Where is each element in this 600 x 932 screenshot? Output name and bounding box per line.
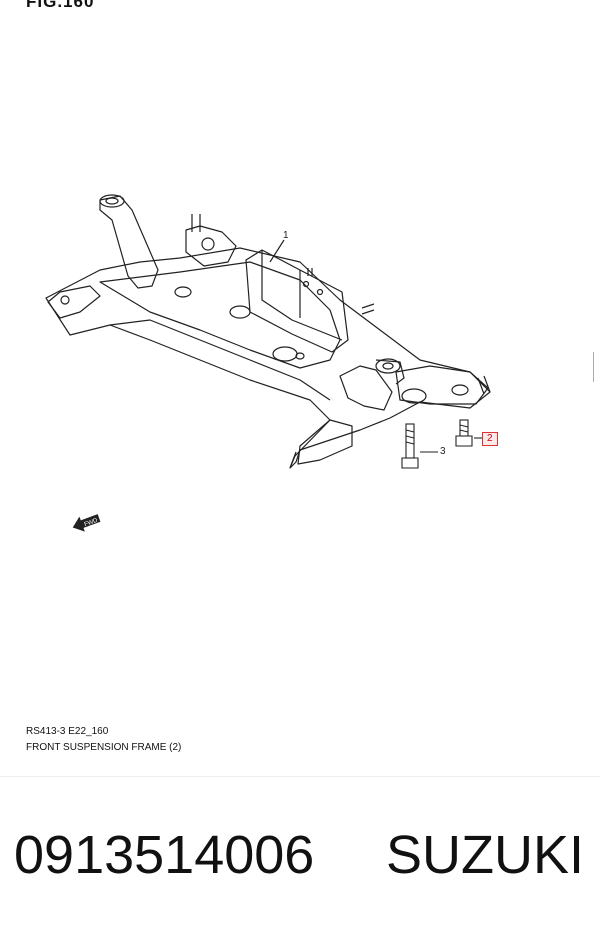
diagram-reference-code: RS413-3 E22_160	[26, 726, 109, 737]
forward-direction-arrow: FWD	[72, 514, 101, 532]
bolt-3	[401, 423, 438, 469]
brand-name: SUZUKI	[386, 825, 585, 885]
center-block	[245, 249, 349, 353]
frame-outline	[45, 247, 491, 469]
diagram-reference-name: FRONT SUSPENSION FRAME (2)	[26, 742, 182, 753]
divider	[0, 776, 600, 777]
edge-mark	[593, 352, 600, 382]
callout-2-highlighted: 2	[482, 432, 498, 446]
suspension-frame-drawing: FWD	[45, 194, 491, 532]
bolt-2	[455, 419, 482, 447]
callout-1: 1	[283, 230, 289, 241]
part-number: 0913514006	[14, 825, 315, 885]
forward-label: FWD	[84, 518, 100, 529]
callout-3: 3	[440, 446, 446, 457]
figure-title: FIG.160	[26, 0, 95, 11]
